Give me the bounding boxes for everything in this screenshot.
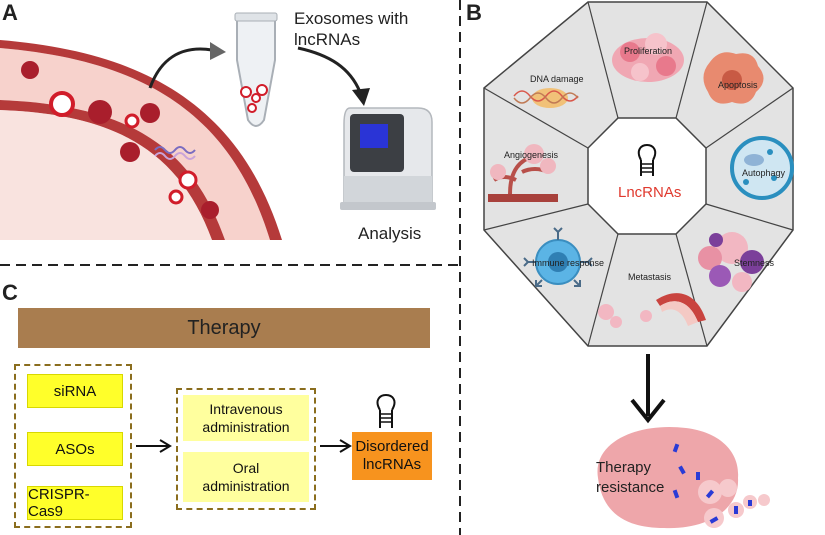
- route-oral: Oral administration: [183, 452, 309, 502]
- test-tube-icon: [234, 12, 278, 127]
- route-oral-line1: Oral: [232, 460, 260, 476]
- analysis-label: Analysis: [358, 224, 422, 243]
- segment-dna-damage: DNA damage: [530, 74, 584, 84]
- immune-cell-icon: [523, 227, 593, 287]
- metastasis-icon: [598, 293, 706, 328]
- disordered-lncrnas-line2: lncRNAs: [362, 456, 422, 473]
- disordered-lncrnas-box: Disordered lncRNAs: [352, 432, 432, 480]
- therapy-resistance-line1: Therapy: [596, 459, 652, 476]
- panel-label-c: C: [2, 280, 18, 305]
- dna-damage-icon: [513, 88, 579, 108]
- proliferation-cells-icon: [612, 33, 684, 82]
- segment-metastasis: Metastasis: [628, 272, 672, 282]
- segment-autophagy: Autophagy: [742, 168, 786, 178]
- route-oral-line2: administration: [202, 478, 290, 494]
- route-intravenous-line1: Intravenous: [209, 401, 283, 417]
- route-intravenous-line2: administration: [202, 419, 290, 435]
- segment-immune-response: Immune response: [532, 258, 605, 268]
- disordered-lncrnas-line1: Disordered: [355, 438, 429, 455]
- analyzer-machine-icon: [340, 107, 436, 210]
- segment-angiogenesis: Angiogenesis: [504, 150, 559, 160]
- panel-c-arrows: [136, 394, 396, 453]
- lncrnas-center-label: LncRNAs: [618, 184, 682, 201]
- blood-vessel-illustration: [0, 40, 370, 240]
- therapy-resistance-cell-icon: [597, 426, 770, 529]
- apoptosis-cell-icon: [703, 52, 764, 104]
- method-sirna: siRNA: [27, 374, 123, 408]
- exosomes-label-line1: Exosomes with: [294, 9, 409, 28]
- therapy-resistance-label: Therapy resistance: [596, 458, 664, 498]
- therapy-methods-group: [14, 364, 132, 528]
- method-crispr-cas9: CRISPR-Cas9: [27, 486, 123, 520]
- therapy-resistance-line2: resistance: [596, 479, 665, 496]
- exosomes-label: Exosomes with lncRNAs: [294, 8, 408, 50]
- panel-label-b: B: [466, 0, 482, 25]
- panel-label-a: A: [2, 0, 18, 25]
- lncrna-function-octagon: [483, 1, 794, 347]
- exosomes-label-line2: lncRNAs: [294, 30, 361, 49]
- segment-stemness: Stemness: [734, 258, 775, 268]
- stemness-cells-icon: [698, 232, 764, 292]
- administration-routes-group: [176, 388, 316, 510]
- rna-hairpin-icon: [376, 394, 396, 428]
- therapy-header: Therapy: [18, 308, 430, 348]
- rna-hairpin-icon: [637, 144, 657, 176]
- autophagy-cell-icon: [730, 136, 794, 200]
- therapy-header-text: Therapy: [187, 316, 261, 339]
- segment-proliferation: Proliferation: [624, 46, 673, 56]
- segment-apoptosis: Apoptosis: [718, 80, 758, 90]
- arrow-icon: [630, 354, 666, 424]
- method-asos: ASOs: [27, 432, 123, 466]
- route-intravenous: Intravenous administration: [183, 395, 309, 441]
- angiogenesis-icon: [488, 144, 558, 202]
